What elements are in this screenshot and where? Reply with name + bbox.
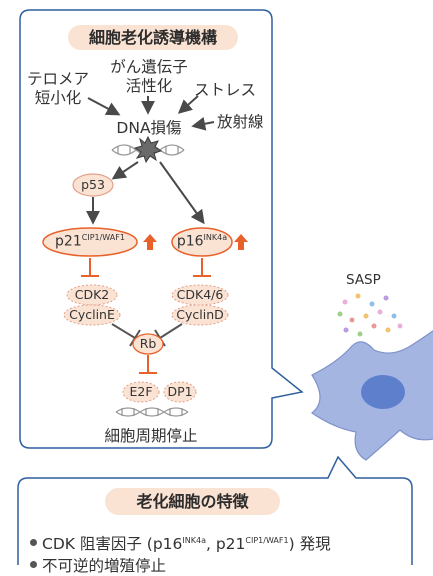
feature-1-text-a: CDK 阻害因子 (p16 (42, 535, 183, 553)
cyclind-node (171, 304, 229, 326)
p21-base: p21 (55, 233, 82, 250)
stimulus-telomere-line1: テロメア (26, 70, 89, 88)
mechanism-panel (19, 9, 304, 449)
dp1-label: DP1 (167, 384, 193, 399)
rb-label: Rb (139, 336, 157, 351)
feature-1-sup-a: INK4a (182, 535, 206, 545)
stimulus-radiation: 放射線 (217, 113, 264, 131)
p21-label: p21CIP1/WAF1 (45, 233, 135, 250)
p21-sup: CIP1/WAF1 (81, 233, 125, 242)
features-title: 老化細胞の特徴 (105, 488, 280, 515)
stimulus-telomere-line2: 短小化 (34, 89, 82, 107)
inhibit-cdk2-rb (111, 323, 141, 347)
feature-1-text-b: , p21 (205, 535, 246, 553)
dna-damage-label: DNA損傷 (116, 119, 182, 137)
cdk46-node (171, 284, 229, 306)
p21-upregulation-icon (143, 234, 157, 250)
cell-cycle-arrest-label: 細胞周期停止 (104, 427, 198, 445)
bullet-dot-icon (30, 539, 37, 546)
inhibit-rb-e2f (139, 355, 157, 374)
cell-nucleus (361, 375, 405, 409)
e2f-node (122, 381, 160, 403)
arrow-telomere (87, 97, 121, 116)
cycline-node (63, 304, 121, 326)
p53-label: p53 (81, 177, 105, 192)
dna-helix-bottom-icon (115, 407, 189, 417)
cdk2-label: CDK2 (74, 287, 110, 302)
arrow-radiation (191, 116, 215, 131)
cycline-label: CyclinE (69, 307, 115, 322)
p16-upregulation-icon (234, 234, 248, 250)
stimulus-oncogene-line1: がん遺伝子 (110, 58, 188, 76)
sasp-particles (337, 293, 403, 337)
rb-node (132, 333, 164, 355)
cdk46-label: CDK4/6 (176, 287, 224, 302)
cyclind-label: CyclinD (176, 307, 224, 322)
mechanism-title: 細胞老化誘導機構 (68, 25, 238, 50)
inhibit-p21-cdk2 (81, 258, 99, 277)
sasp-label: SASP (346, 272, 381, 288)
feature-1-sup-b: CIP1/WAF1 (245, 535, 289, 545)
feature-item: CDK 阻害因子 (p16INK4a, p21CIP1/WAF1) 発現 (30, 532, 331, 554)
inhibit-p16-cdk46 (193, 258, 211, 277)
feature-2-text: 不可逆的増殖停止 (42, 557, 167, 575)
e2f-label: E2F (129, 384, 153, 399)
stimulus-oncogene-line2: 活性化 (125, 77, 173, 95)
dp1-node (163, 381, 197, 403)
p16-sup: INK4a (203, 233, 228, 242)
p21-node (42, 227, 138, 257)
dna-damage-icon (133, 135, 163, 164)
p16-node (171, 227, 233, 257)
arrow-to-p53 (111, 161, 139, 180)
arrow-to-p16 (159, 161, 205, 225)
arrow-stress (177, 95, 199, 114)
p53-node (72, 173, 114, 197)
feature-item: 不可逆的増殖停止 (30, 554, 166, 576)
stimulus-stress: ストレス (194, 81, 257, 99)
feature-1-text-c: ) 発現 (288, 535, 331, 553)
p16-label: p16INK4a (172, 233, 232, 250)
p16-base: p16 (176, 233, 204, 250)
